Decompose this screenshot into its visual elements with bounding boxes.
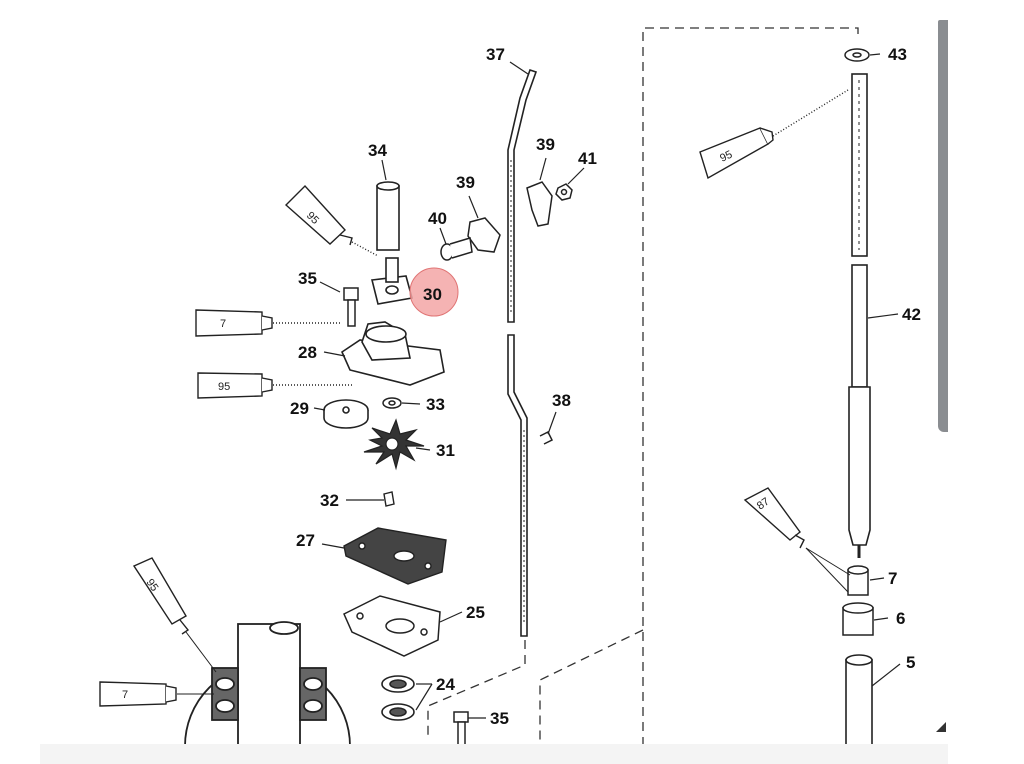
- part-label-29: 29: [290, 399, 309, 418]
- part-label-24: 24: [436, 675, 455, 694]
- part-label-27: 27: [296, 531, 315, 550]
- grease-tube-7-lower: [99, 681, 214, 707]
- part-label-40: 40: [428, 209, 447, 228]
- section-boundary-dashed: [642, 27, 859, 746]
- grease-tube-95-right: [699, 89, 849, 180]
- scrollbar-thumb[interactable]: [938, 20, 948, 432]
- part-label-37: 37: [486, 45, 505, 64]
- grease-tube-95-upper: [284, 184, 379, 257]
- bushing-6: [842, 602, 874, 636]
- detail-view-circle: [184, 621, 351, 747]
- plate-27: [343, 527, 447, 585]
- drive-shaft-tube-5: [845, 654, 873, 747]
- leader-lines: [313, 53, 901, 719]
- impeller-31: [363, 418, 425, 471]
- part-label-30[interactable]: 30: [423, 285, 442, 304]
- tube-label-95: 95: [218, 381, 230, 393]
- shift-rod: [507, 68, 538, 637]
- highlight-circle[interactable]: [409, 267, 459, 317]
- seal-24-upper: [381, 675, 415, 693]
- part-label-28: 28: [298, 343, 317, 362]
- tube-label-87: 87: [755, 496, 772, 513]
- link-39: [467, 217, 501, 253]
- pump-cover-30: [371, 257, 414, 305]
- part-label-32: 32: [320, 491, 339, 510]
- tube-label-95: 95: [718, 149, 734, 165]
- part-label-42: 42: [902, 305, 921, 324]
- resize-corner-icon[interactable]: [936, 722, 946, 732]
- part-label-33: 33: [426, 395, 445, 414]
- part-label-41: 41: [578, 149, 597, 168]
- part-label-25: 25: [466, 603, 485, 622]
- part-label-34: 34: [368, 141, 387, 160]
- washer-43: [844, 48, 870, 62]
- clip-38: [539, 430, 554, 445]
- section-boundary-dashed: [427, 640, 526, 740]
- bottom-scroll-area: [40, 744, 948, 764]
- part-label-5: 5: [906, 653, 915, 672]
- grease-tube-87: [743, 487, 851, 593]
- part-label-7: 7: [888, 569, 897, 588]
- grease-tube-95-middle: [197, 372, 352, 399]
- part-label-6: 6: [896, 609, 905, 628]
- bolt-35: [343, 287, 359, 327]
- bushing-40: [440, 237, 473, 261]
- clip-39: [526, 181, 553, 227]
- tube-label-95: 95: [144, 577, 161, 594]
- part-label-38: 38: [552, 391, 571, 410]
- grease-tube-7: [195, 309, 340, 337]
- part-label-31: 31: [436, 441, 455, 460]
- pin-34: [376, 181, 400, 251]
- tube-label-7: 7: [122, 689, 128, 701]
- bushing-7: [847, 565, 869, 596]
- pump-housing-28: [340, 321, 445, 386]
- part-label-43: 43: [888, 45, 907, 64]
- key-32: [383, 491, 395, 507]
- washer-33: [382, 397, 402, 409]
- bolt-35-lower: [453, 711, 469, 747]
- nut-41: [555, 183, 573, 201]
- part-label-35: 35: [298, 269, 317, 288]
- part-label-39: 39: [536, 135, 555, 154]
- gasket-25: [343, 595, 441, 657]
- insert-29: [323, 399, 369, 429]
- tube-label-7: 7: [220, 318, 226, 330]
- drive-shaft-upper: [848, 73, 871, 558]
- seal-24-lower: [381, 703, 415, 721]
- grease-tube-95-lower: [132, 557, 217, 673]
- part-label-39: 39: [456, 173, 475, 192]
- part-label-35: 35: [490, 709, 509, 728]
- section-boundary-dashed: [539, 629, 644, 746]
